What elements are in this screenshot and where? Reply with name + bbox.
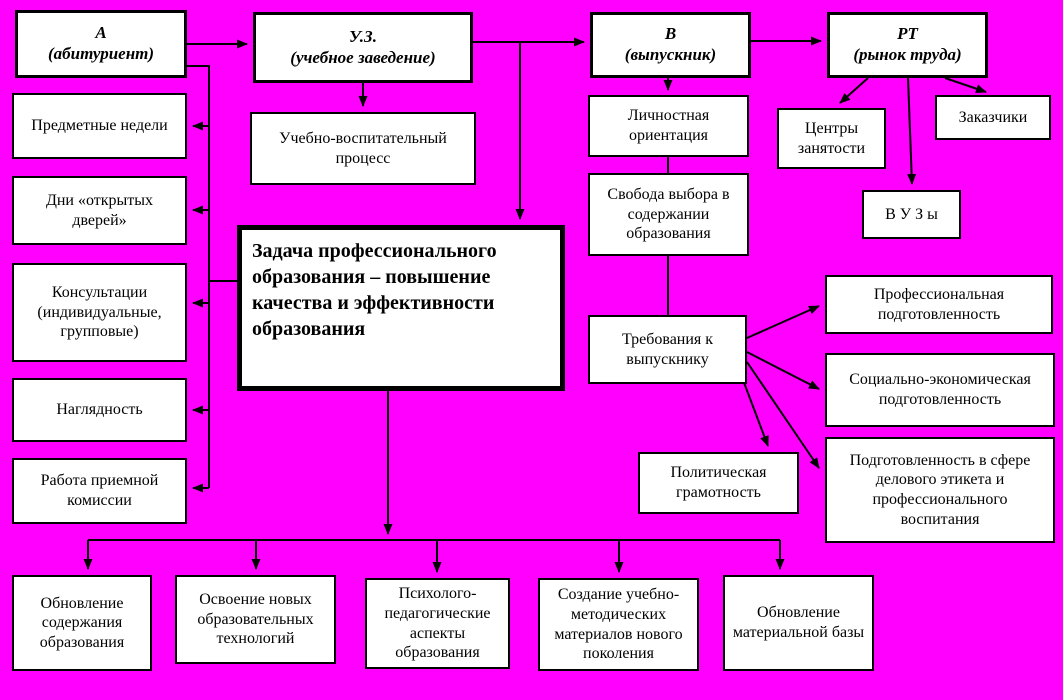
node-etiquette-readiness: Подготовленность в сфере делового этикет…	[825, 437, 1055, 543]
node-personal-orientation-label: Личностная ориентация	[627, 107, 710, 144]
node-freedom-of-choice: Свобода выбора в содержании образования	[588, 173, 749, 256]
node-v-subtitle: (выпускник)	[624, 45, 717, 64]
node-task: Задача профессионального образования – п…	[237, 225, 565, 391]
node-admissions-committee-label: Работа приемной комиссии	[40, 472, 159, 509]
node-professional-readiness-label: Профессиональная подготовленность	[873, 285, 1005, 323]
node-abiturient: А (абитуриент)	[15, 10, 187, 78]
node-uz-title: У.З.	[349, 26, 377, 46]
node-universities: В У З ы	[862, 190, 961, 239]
node-material-base-label: Обновление материальной базы	[732, 604, 865, 641]
node-rynok-truda: РТ (рынок труда)	[827, 12, 988, 78]
node-educational-process-label: Учебно-воспитательный процесс	[279, 129, 447, 167]
node-employment-centers: Центры занятости	[777, 108, 886, 169]
node-employment-centers-label: Центры занятости	[797, 119, 866, 157]
node-subject-weeks-label: Предметные недели	[31, 117, 168, 135]
node-admissions-committee: Работа приемной комиссии	[12, 458, 187, 524]
connector-bottom-tree	[83, 391, 785, 573]
node-consultations: Консультации (индивидуальные, групповые)	[12, 263, 187, 362]
node-new-materials-label: Создание учебно-методических материалов …	[554, 586, 683, 663]
node-freedom-of-choice-label: Свобода выбора в содержании образования	[607, 186, 730, 243]
node-content-update-label: Обновление содержания образования	[39, 594, 125, 651]
node-psych-pedagogical-label: Психолого-педагогические аспекты образов…	[384, 585, 491, 662]
node-subject-weeks: Предметные недели	[12, 93, 187, 159]
node-naglyadnost: Наглядность	[12, 378, 187, 442]
node-new-technologies-label: Освоение новых образовательных технологи…	[197, 591, 314, 648]
node-consultations-label: Консультации (индивидуальные, групповые)	[37, 284, 162, 341]
connector-rt-fan	[839, 77, 987, 185]
node-material-base: Обновление материальной базы	[723, 575, 874, 671]
connector-requirements-fan	[742, 305, 820, 469]
node-uchebnoe-zavedenie: У.З. (учебное заведение)	[253, 12, 473, 83]
node-new-materials: Создание учебно-методических материалов …	[538, 578, 699, 671]
node-abiturient-subtitle: (абитуриент)	[47, 44, 155, 63]
node-social-economic-readiness: Социально-экономическая подготовленность	[825, 353, 1055, 427]
node-task-label: Задача профессионального образования – п…	[252, 240, 497, 340]
node-political-literacy-label: Политическая грамотность	[670, 464, 767, 501]
node-universities-label: В У З ы	[885, 205, 938, 223]
node-personal-orientation: Личностная ориентация	[588, 95, 749, 157]
node-abiturient-title: А	[95, 23, 107, 43]
node-content-update: Обновление содержания образования	[12, 575, 152, 671]
node-v-title: В	[664, 24, 677, 44]
node-vypusknik: В (выпускник)	[590, 12, 751, 78]
node-etiquette-readiness-label: Подготовленность в сфере делового этикет…	[849, 451, 1031, 528]
node-customers: Заказчики	[935, 95, 1051, 140]
node-psych-pedagogical: Психолого-педагогические аспекты образов…	[365, 578, 510, 669]
node-new-technologies: Освоение новых образовательных технологи…	[175, 575, 336, 664]
node-customers-label: Заказчики	[958, 108, 1028, 126]
node-graduate-requirements: Требования к выпускнику	[588, 315, 747, 384]
node-uz-subtitle: (учебное заведение)	[290, 47, 436, 67]
node-open-days: Дни «открытых дверей»	[12, 176, 187, 245]
connector-left-rail	[187, 65, 237, 493]
node-social-economic-readiness-label: Социально-экономическая подготовленность	[849, 371, 1031, 408]
connector-top-row	[187, 36, 822, 49]
node-professional-readiness: Профессиональная подготовленность	[825, 275, 1053, 334]
node-rt-subtitle: (рынок труда)	[853, 45, 962, 64]
node-rt-title: РТ	[897, 24, 918, 44]
node-graduate-requirements-label: Требования к выпускнику	[621, 330, 714, 368]
node-naglyadnost-label: Наглядность	[56, 401, 143, 419]
node-open-days-label: Дни «открытых дверей»	[45, 191, 154, 229]
node-political-literacy: Политическая грамотность	[638, 452, 799, 514]
node-educational-process: Учебно-воспитательный процесс	[250, 112, 476, 185]
